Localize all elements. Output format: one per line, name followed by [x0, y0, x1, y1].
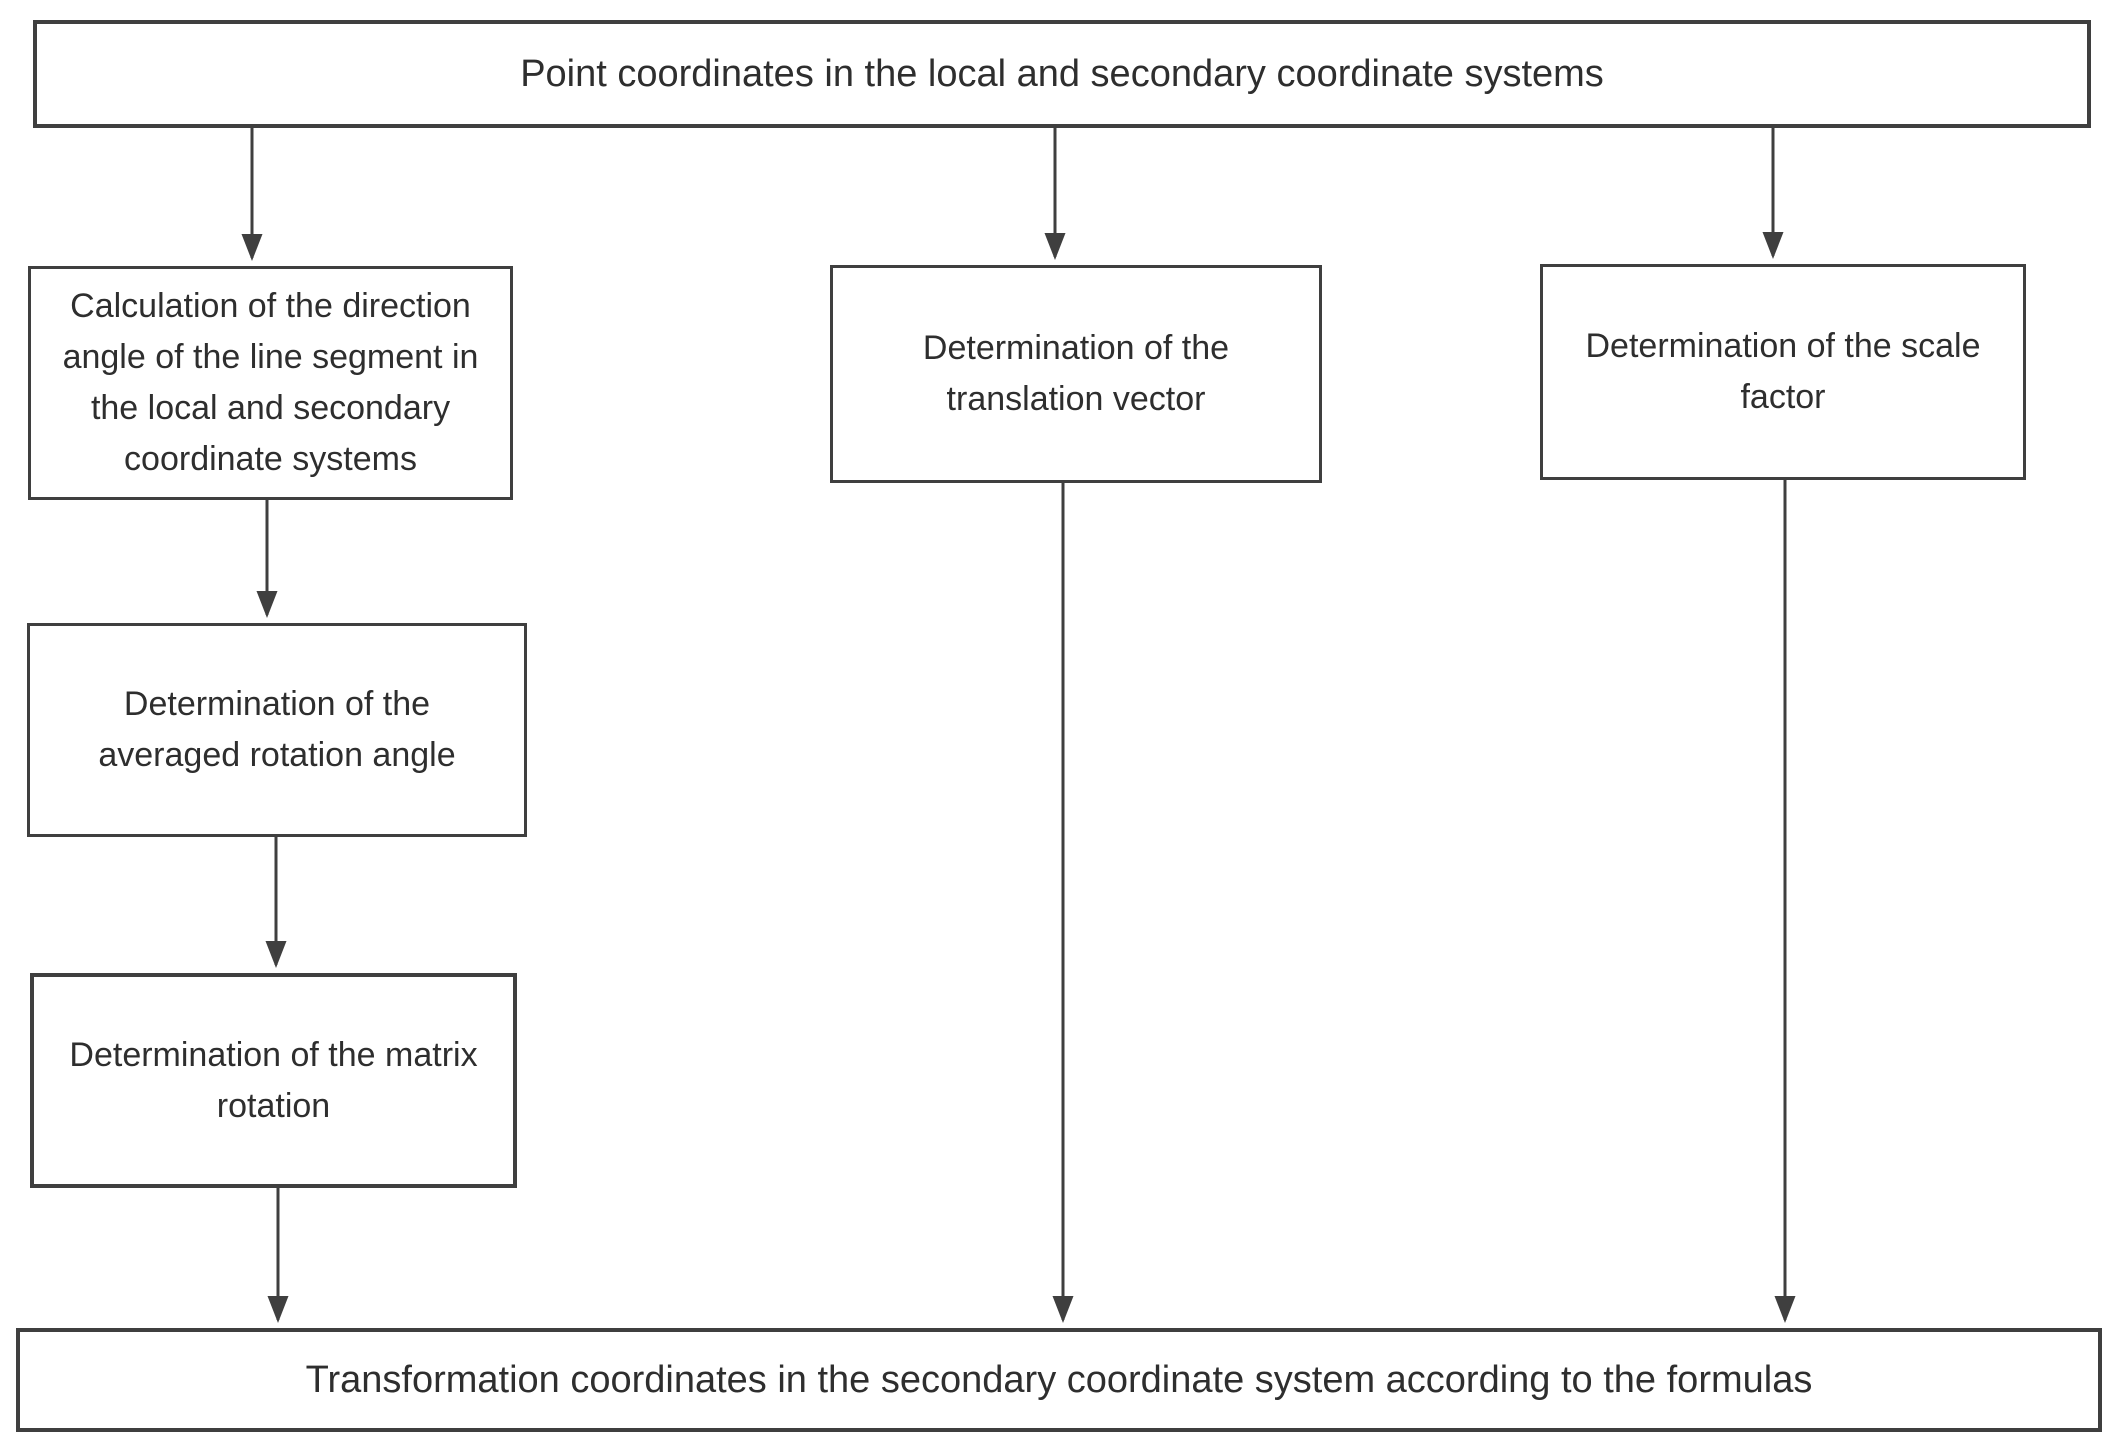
node-direction-angle: Calculation of the direction angle of th… [28, 266, 513, 500]
node-result: Transformation coordinates in the second… [16, 1328, 2102, 1432]
node-rotation-angle: Determination of the averaged rotation a… [27, 623, 527, 837]
node-translation-vector-label: Determination of the translation vector [922, 329, 1230, 418]
node-result-label: Transformation coordinates in the second… [305, 1358, 1813, 1401]
node-matrix-rotation: Determination of the matrix rotation [30, 973, 517, 1188]
node-direction-angle-label: Calculation of the direction angle of th… [62, 287, 479, 478]
node-matrix-rotation-label: Determination of the matrix rotation [69, 1035, 478, 1125]
node-scale-factor-label: Determination of the scale factor [1585, 327, 1981, 416]
node-scale-factor: Determination of the scale factor [1540, 264, 2026, 480]
node-translation-vector: Determination of the translation vector [830, 265, 1322, 483]
node-rotation-angle-label: Determination of the averaged rotation a… [98, 685, 456, 774]
node-point-coordinates: Point coordinates in the local and secon… [33, 20, 2091, 128]
node-point-coordinates-label: Point coordinates in the local and secon… [520, 52, 1604, 95]
